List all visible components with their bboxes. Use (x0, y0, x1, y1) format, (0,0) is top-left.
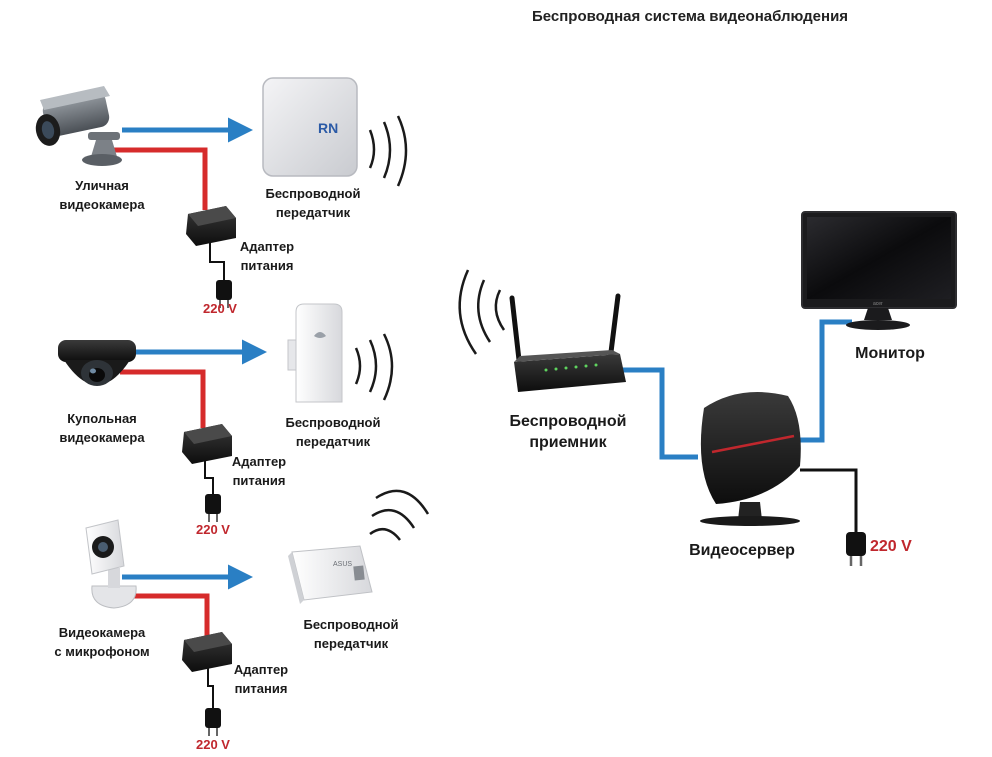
power-adapter-icon (186, 206, 236, 246)
wifi-waves-icon (368, 115, 408, 187)
power-plug-icon (846, 532, 866, 566)
wifi-waves-icon (354, 333, 394, 401)
cube-camera-icon (85, 519, 137, 609)
power-plug-icon (205, 708, 221, 736)
asus-logo: ASUS (333, 561, 352, 568)
row2-wires (120, 339, 267, 496)
dome-camera-icon (58, 340, 136, 386)
power-plug-icon (205, 494, 221, 522)
server-label: Видеосервер (689, 542, 795, 559)
bullet-camera-icon (35, 86, 122, 166)
diagram-title: Беспроводная система видеонаблюдения (531, 8, 849, 25)
power-adapter-icon (182, 424, 232, 464)
voltage-label: 220 V (196, 522, 230, 537)
portable-router-icon: ASUS (288, 545, 373, 604)
acer-logo: acer (873, 301, 883, 307)
outdoor-access-point-icon (287, 303, 343, 403)
power-plug-icon (216, 280, 232, 308)
wifi-waves-icon (369, 489, 430, 541)
rn-logo: RN (318, 120, 338, 136)
row3-wires (122, 564, 253, 710)
wifi-router-icon (509, 293, 626, 392)
monitor-icon: acer (801, 211, 957, 330)
wifi-waves-icon (458, 269, 506, 355)
mini-pc-icon (700, 392, 801, 526)
voltage-label: 220 V (196, 737, 230, 752)
server-wires (620, 319, 858, 535)
row1-wires (112, 117, 253, 282)
monitor-label: Монитор (855, 345, 925, 362)
panel-antenna-icon: RN (262, 77, 358, 177)
voltage-label: 220 V (870, 538, 912, 555)
voltage-label: 220 V (203, 301, 237, 316)
power-adapter-icon (182, 632, 232, 672)
